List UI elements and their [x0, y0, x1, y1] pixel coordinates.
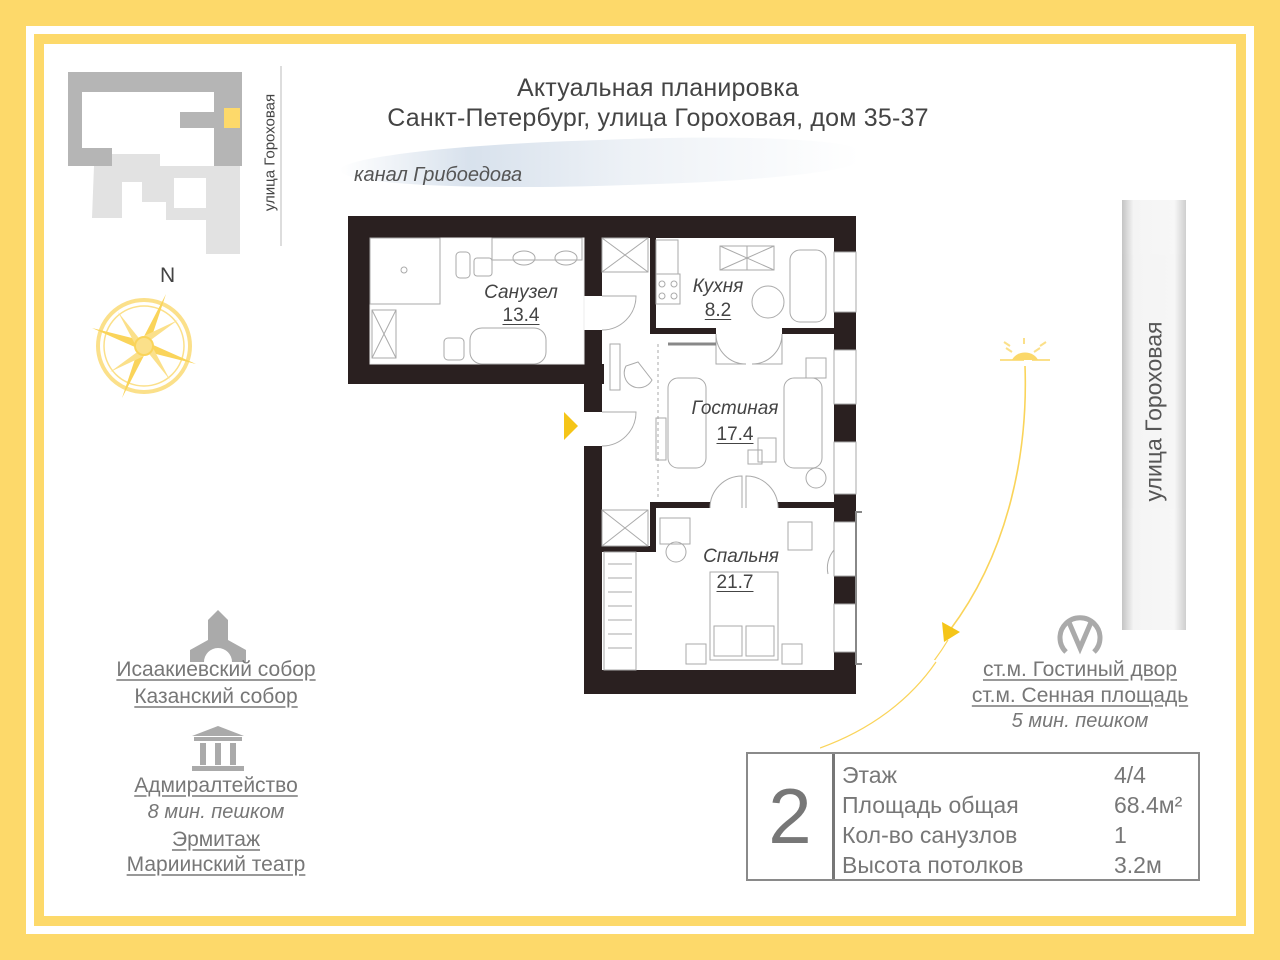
info-label: Этаж	[842, 762, 897, 788]
info-value: 1	[1114, 822, 1127, 848]
room-area-bathroom: 13.4	[502, 305, 540, 326]
street-label-big: улица Гороховая	[1140, 321, 1167, 502]
landmark-link-hermitage[interactable]: Эрмитаж	[171, 828, 261, 851]
info-row-ceiling: Высота потолков 3.2м	[842, 850, 1192, 880]
rooms-count: 2	[748, 754, 835, 879]
info-label: Кол-во санузлов	[842, 822, 1018, 848]
apartment-marker	[224, 108, 240, 128]
north-label: N	[160, 264, 176, 287]
info-row-bathrooms: Кол-во санузлов 1	[842, 820, 1192, 850]
museums-walk-time: 8 мин. пешком	[147, 801, 285, 823]
address: Санкт-Петербург, улица Гороховая, дом 35…	[387, 104, 929, 132]
cathedral-icon	[190, 610, 246, 662]
sun-path	[933, 338, 1050, 660]
room-name-bathroom: Санузел	[484, 282, 558, 303]
apartment-info-box: 2 Этаж 4/4 Площадь общая 68.4м² Кол-во с…	[746, 752, 1200, 881]
metro-walk-time: 5 мин. пешком	[1011, 710, 1149, 732]
info-label: Высота потолков	[842, 852, 1024, 878]
info-value: 68.4м²	[1114, 792, 1183, 818]
metro-link-sennaya[interactable]: ст.м. Сенная площадь	[971, 684, 1189, 707]
sun-arrow-icon	[942, 622, 960, 642]
room-area-bedroom: 21.7	[716, 572, 754, 593]
compass-icon	[92, 294, 196, 398]
street-label-big-container: улица Гороховая	[1122, 200, 1186, 630]
landmark-link-kazan[interactable]: Казанский собор	[134, 685, 298, 708]
room-area-kitchen: 8.2	[704, 300, 732, 321]
info-row-floor: Этаж 4/4	[842, 760, 1192, 790]
room-name-bedroom: Спальня	[703, 546, 779, 567]
sun-path-tail	[820, 661, 937, 749]
entrance-arrow-icon	[564, 412, 578, 440]
info-label: Площадь общая	[842, 792, 1019, 818]
floor-plan	[348, 216, 862, 694]
landmark-link-isaac[interactable]: Исаакиевский собор	[116, 658, 316, 681]
canal-label: канал Грибоедова	[354, 164, 523, 186]
metro-icon	[1057, 615, 1103, 655]
room-name-living: Гостиная	[691, 398, 779, 419]
metro-link-gostiny[interactable]: ст.м. Гостиный двор	[982, 658, 1177, 681]
info-row-area: Площадь общая 68.4м²	[842, 790, 1192, 820]
info-value: 4/4	[1114, 762, 1146, 788]
room-area-living: 17.4	[716, 424, 754, 445]
street-label-small-container: улица Гороховая	[258, 66, 282, 246]
site-map	[68, 72, 242, 254]
museum-icon	[192, 726, 244, 771]
info-value: 3.2м	[1114, 852, 1162, 878]
landmark-link-mariinsky[interactable]: Мариинский театр	[126, 853, 306, 876]
landmark-link-admiralty[interactable]: Адмиралтейство	[134, 774, 298, 797]
page-title: Актуальная планировка	[516, 74, 800, 102]
street-label-small: улица Гороховая	[261, 93, 279, 212]
room-name-kitchen: Кухня	[692, 276, 744, 297]
